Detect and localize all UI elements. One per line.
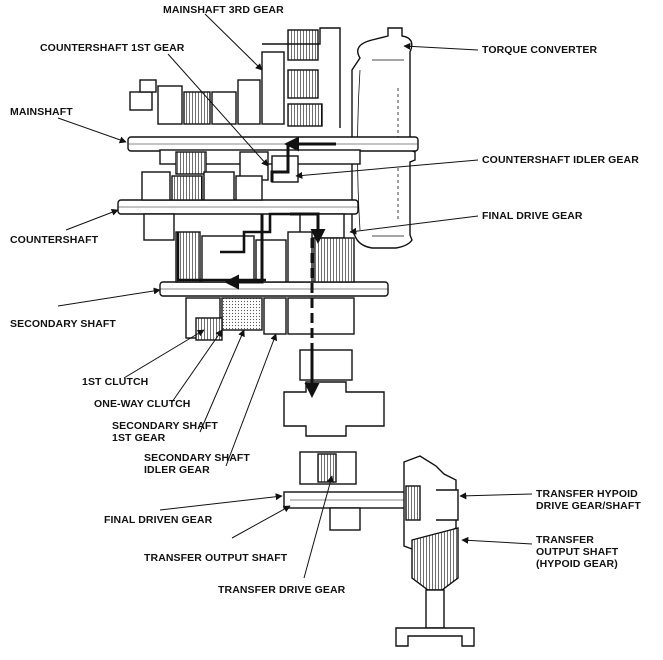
transfer-hypoid-drive-gear-shaft	[403, 455, 459, 553]
transfer-output-shaft	[283, 491, 415, 531]
label-final-driven-gear: FINAL DRIVEN GEAR	[104, 514, 213, 526]
label-transfer-drive-gear: TRANSFER DRIVE GEAR	[218, 584, 346, 596]
leader-lines	[57, 13, 533, 579]
label-1st-clutch: 1ST CLUTCH	[82, 376, 149, 388]
label-mainshaft: MAINSHAFT	[10, 106, 73, 118]
transfer-output-shaft-hypoid-gear	[395, 527, 475, 647]
mainshaft	[127, 27, 419, 183]
label-countershaft: COUNTERSHAFT	[10, 234, 99, 246]
label-one-way-clutch: ONE-WAY CLUTCH	[94, 398, 191, 410]
label-countershaft-1st-gear: COUNTERSHAFT 1ST GEAR	[40, 42, 185, 54]
transfer-housing	[283, 349, 385, 485]
label-mainshaft-3rd-gear: MAINSHAFT 3RD GEAR	[163, 4, 284, 16]
power-flow-path	[176, 136, 336, 398]
label-secondary-shaft: SECONDARY SHAFT	[10, 318, 116, 330]
label-final-drive-gear: FINAL DRIVE GEAR	[482, 210, 583, 222]
label-countershaft-idler-gear: COUNTERSHAFT IDLER GEAR	[482, 154, 639, 166]
countershaft	[117, 171, 359, 241]
label-torque-converter: TORQUE CONVERTER	[482, 44, 598, 56]
secondary-shaft	[159, 231, 389, 341]
label-transfer-output-shaft: TRANSFER OUTPUT SHAFT	[144, 552, 288, 564]
